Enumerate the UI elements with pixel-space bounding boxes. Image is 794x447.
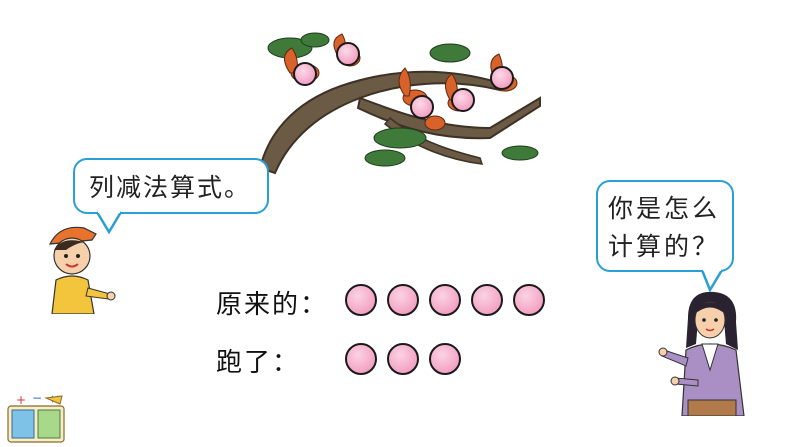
teacher-speech-bubble: 你是怎么 计算的？	[596, 180, 734, 272]
boy-character-icon	[48, 226, 116, 314]
original-circle	[387, 284, 419, 316]
boy-bubble-text: 列减法算式。	[89, 173, 252, 202]
squirrel-marker-circle	[293, 62, 317, 86]
boy-speech-bubble: 列减法算式。	[73, 158, 269, 214]
ran-away-circle	[345, 343, 377, 375]
original-circle	[471, 284, 503, 316]
tree-branch-illustration	[258, 32, 541, 175]
ran-away-circle	[429, 343, 461, 375]
ran-away-circle	[387, 343, 419, 375]
math-book-icon: + − ×	[7, 392, 65, 443]
original-circle	[345, 284, 377, 316]
svg-text:−: −	[32, 392, 42, 405]
squirrel-marker-circle	[410, 95, 434, 119]
original-circle	[429, 284, 461, 316]
bubble-tail	[700, 268, 724, 292]
teacher-bubble-line2: 计算的？	[608, 232, 721, 261]
ran-away-label: 跑了：	[216, 348, 301, 378]
bubble-tail	[95, 210, 123, 234]
original-circle	[513, 284, 545, 316]
squirrel-marker-circle	[336, 42, 360, 66]
teacher-bubble-line1: 你是怎么	[608, 194, 721, 223]
original-count-label: 原来的：	[216, 290, 329, 320]
squirrel-marker-circle	[490, 66, 514, 90]
teacher-character-icon	[658, 291, 745, 416]
squirrel-marker-circle	[451, 88, 475, 112]
svg-text:+: +	[16, 393, 26, 407]
